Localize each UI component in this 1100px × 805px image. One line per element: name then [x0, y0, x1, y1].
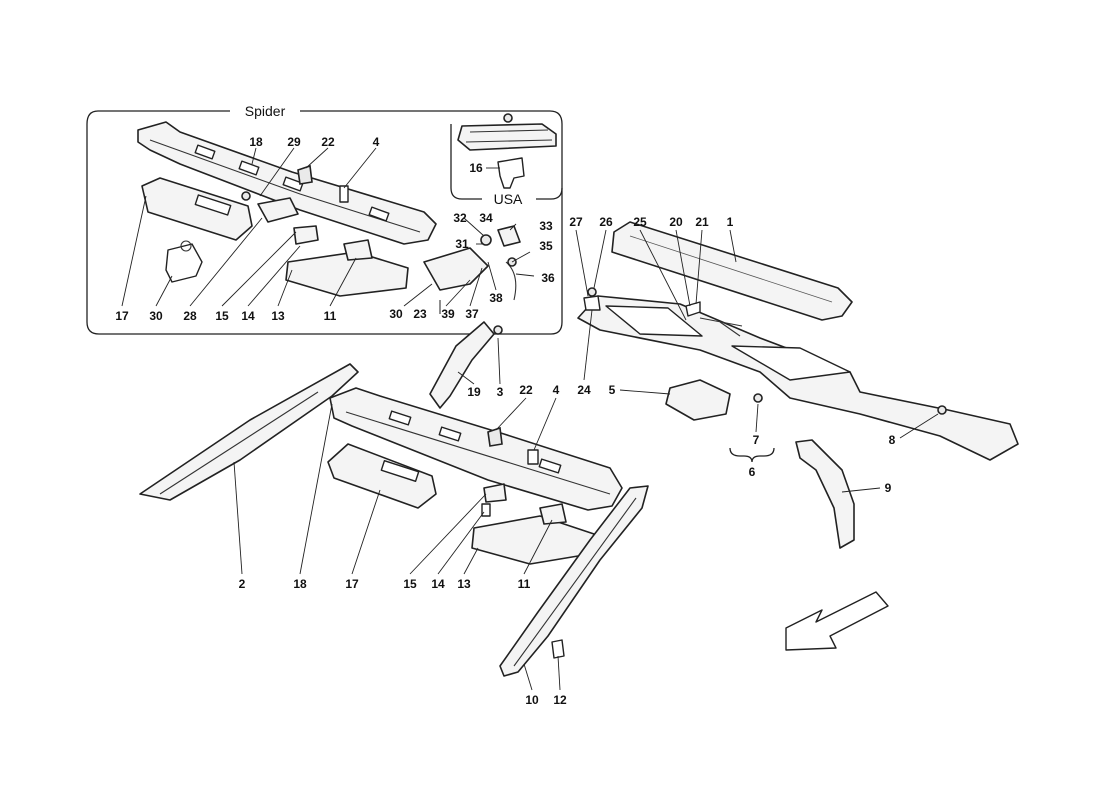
- spider-inset: Spider USA: [86, 103, 563, 335]
- callout-top-13: 13: [271, 309, 285, 323]
- usa-bracket-16: [497, 157, 525, 189]
- callout-top-29: 29: [287, 135, 301, 149]
- callout-top-35: 35: [539, 239, 553, 253]
- clip-22: [487, 426, 503, 447]
- callout-c-26: 26: [599, 215, 613, 229]
- callout-m-22: 22: [519, 383, 533, 397]
- inset-visor-clip-11: [343, 239, 373, 261]
- visor-hinge: [483, 483, 507, 503]
- callout-c-27: 27: [569, 215, 583, 229]
- callout-top-23: 23: [413, 307, 427, 321]
- callout-top-16: 16: [469, 161, 483, 175]
- callout-top-39: 39: [441, 307, 455, 321]
- callout-top-11: 11: [324, 309, 337, 323]
- callout-m-14: 14: [431, 577, 445, 591]
- inset-clip-22: [297, 164, 313, 185]
- callout-top-32: 32: [453, 211, 467, 225]
- callout-top-14: 14: [241, 309, 255, 323]
- brace-6-7: [729, 447, 775, 463]
- callout-top-31: 31: [455, 237, 469, 251]
- callout-c-5: 5: [609, 383, 616, 397]
- callout-m-10: 10: [525, 693, 539, 707]
- callout-top-30a: 30: [149, 309, 163, 323]
- inset-bracket-30: [165, 243, 203, 283]
- callout-m-17: 17: [345, 577, 359, 591]
- inset-mirror-bracket: [423, 247, 489, 291]
- callout-c-21: 21: [695, 215, 709, 229]
- console-rear-tray: [731, 345, 851, 381]
- callout-top-30b: 30: [389, 307, 403, 321]
- sun-visor-17: [327, 443, 437, 509]
- screw-12: [551, 639, 565, 659]
- console-clip-27: [583, 295, 601, 311]
- callout-c-24: 24: [577, 383, 591, 397]
- a-pillar-trim-10: [499, 485, 649, 677]
- console-lid-1: [611, 221, 853, 321]
- usa-inset-frame-left: [450, 124, 482, 200]
- callout-top-36: 36: [541, 271, 555, 285]
- callout-m-12: 12: [553, 693, 567, 707]
- leader-lines: [121, 147, 939, 691]
- callout-top-17: 17: [115, 309, 129, 323]
- a-pillar-trim-2: [139, 363, 359, 501]
- inset-mirror-mount: [257, 197, 299, 223]
- inset-screw-4: [339, 185, 349, 203]
- console-parts: [577, 221, 1019, 549]
- trim-panel-9: [795, 439, 855, 549]
- callout-m-3: 3: [497, 385, 504, 399]
- callout-top-18: 18: [249, 135, 263, 149]
- callout-m-15: 15: [403, 577, 417, 591]
- callout-top-34: 34: [479, 211, 493, 225]
- orientation-arrow: [785, 591, 889, 651]
- callout-top-38: 38: [489, 291, 503, 305]
- callout-m-2: 2: [239, 577, 246, 591]
- callout-m-4: 4: [553, 383, 560, 397]
- callout-m-18: 18: [293, 577, 307, 591]
- usa-inset-frame-right: [536, 187, 563, 200]
- trim-19: [429, 321, 495, 409]
- usa-clip: [503, 113, 513, 123]
- inset-wire-36: [505, 261, 517, 301]
- callout-c-25: 25: [633, 215, 647, 229]
- usa-inset-title: USA: [494, 191, 523, 207]
- inset-visor-hinge: [293, 225, 319, 245]
- console-front-tray: [605, 305, 703, 337]
- callout-numbers: 18 29 22 4 16 32 34 33 31 35 36 17 30 28…: [115, 135, 895, 707]
- callout-m-13: 13: [457, 577, 471, 591]
- callout-c-7: 7: [753, 433, 760, 447]
- spider-inset-title: Spider: [245, 103, 286, 119]
- callout-c-20: 20: [669, 215, 683, 229]
- visor-clip-11: [539, 503, 567, 525]
- callout-top-22: 22: [321, 135, 335, 149]
- callout-c-9: 9: [885, 481, 892, 495]
- switch-panel-5: [665, 379, 731, 421]
- callout-c-1: 1: [727, 215, 734, 229]
- callout-top-33: 33: [539, 219, 553, 233]
- callout-top-28: 28: [183, 309, 197, 323]
- callout-m-11: 11: [518, 577, 531, 591]
- callout-top-15: 15: [215, 309, 229, 323]
- usa-header-section: [457, 123, 557, 151]
- callout-c-6: 6: [749, 465, 756, 479]
- screw-4: [527, 449, 539, 465]
- spider-inset-frame: [86, 110, 563, 335]
- callout-top-4: 4: [373, 135, 380, 149]
- callout-m-19: 19: [467, 385, 481, 399]
- lower-parts: [139, 321, 649, 677]
- callout-c-8: 8: [889, 433, 896, 447]
- inset-sun-visor-17: [141, 177, 253, 241]
- callout-top-37: 37: [465, 307, 479, 321]
- inset-mirror-base-34: [497, 225, 521, 247]
- inset-parts: [137, 121, 521, 314]
